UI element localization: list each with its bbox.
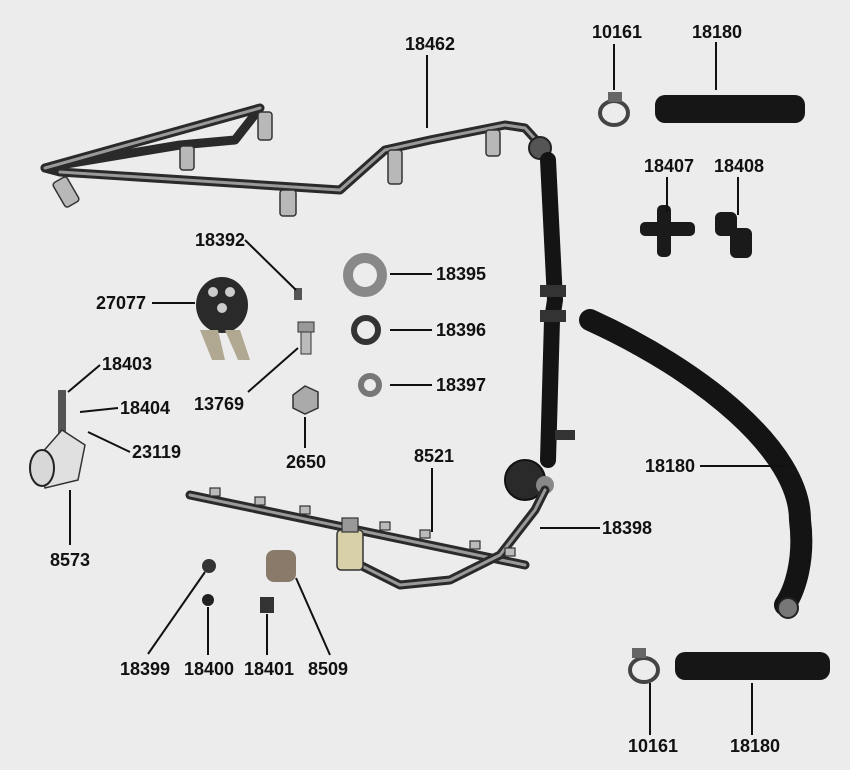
screw-18392 [294,288,302,300]
label-8521: 8521 [414,446,454,466]
label-18396: 18396 [436,320,486,340]
label-27077: 27077 [96,293,146,313]
vertical-hose [504,152,575,501]
label-23119: 23119 [132,442,181,462]
label-18401: 18401 [244,659,294,679]
label-8573: 8573 [50,550,90,570]
manifold-pipe-8521 [185,485,550,590]
elbow-fitting-18408 [715,212,752,258]
plug-18399 [202,559,216,573]
fitting-13769 [297,321,315,355]
hose-clamp-10161-bottom [628,648,660,684]
label-10161-top: 10161 [592,22,642,42]
label-18403: 18403 [102,354,152,374]
fitting-18401 [260,597,274,613]
washer-18397 [358,373,382,397]
label-18400: 18400 [184,659,234,679]
label-10161-bottom: 10161 [628,736,678,756]
nozzle-body-27077 [196,277,250,360]
hose-clamp-10161-top [598,92,630,127]
tee-fitting-18407 [640,205,695,257]
label-18407: 18407 [644,156,694,176]
hose-18180-top [655,95,805,123]
cap-8509 [266,550,296,582]
label-18462: 18462 [405,34,455,54]
leader-lines [67,42,790,735]
label-18180-mid: 18180 [645,456,695,476]
label-2650: 2650 [286,452,326,472]
washer-18396 [351,315,381,345]
plug-18400 [202,594,214,606]
hose-18180-bottom [675,652,830,680]
washer-18395 [343,253,387,297]
label-18399: 18399 [120,659,170,679]
label-18395: 18395 [436,264,486,284]
label-18180-top: 18180 [692,22,742,42]
label-18180-bottom: 18180 [730,736,780,756]
curved-hose-18180 [579,309,813,619]
label-8509: 8509 [308,659,348,679]
label-18408: 18408 [714,156,764,176]
manifold-pipe-18462 [40,103,552,217]
label-18397: 18397 [436,375,486,395]
label-18392: 18392 [195,230,245,250]
label-18398: 18398 [602,518,652,538]
label-13769: 13769 [194,394,244,414]
nozzle-assembly-8573 [29,390,86,489]
nut-2650 [292,385,319,415]
label-18404: 18404 [120,398,170,418]
